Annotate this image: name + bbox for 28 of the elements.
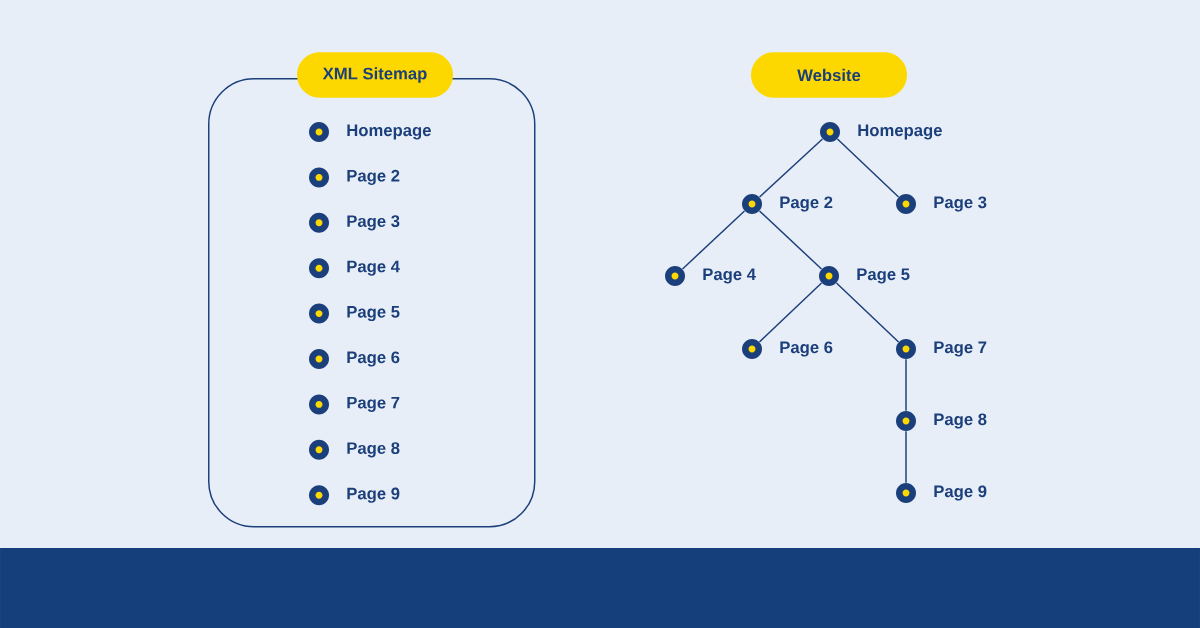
page-label: Homepage	[858, 124, 942, 140]
page-label: Page 7	[347, 396, 400, 412]
page-label: Page 2	[347, 169, 400, 185]
connector-line	[681, 210, 746, 270]
page-label: Page 5	[857, 268, 910, 284]
connector-line	[758, 282, 823, 343]
connector-line	[836, 138, 900, 198]
page-label: Page 8	[347, 442, 400, 458]
page-label: Page 6	[347, 351, 400, 367]
connector-line	[758, 138, 824, 198]
connector-line	[905, 358, 907, 412]
page-label: Page 9	[934, 485, 987, 501]
connector-line	[905, 430, 907, 484]
heading-pill: Website	[751, 52, 907, 98]
page-label: Page 3	[347, 215, 400, 231]
page-label: Page 8	[934, 413, 987, 429]
page-label: Page 6	[780, 341, 833, 357]
page-label: Page 3	[934, 196, 987, 212]
page-label: Page 9	[347, 487, 400, 503]
connector-line	[835, 282, 900, 343]
page-label: Page 7	[934, 341, 987, 357]
page-label: Homepage	[347, 124, 431, 140]
page-label: Page 5	[347, 306, 400, 322]
page-label: Page 4	[703, 268, 756, 284]
heading-pill: XML Sitemap	[297, 52, 453, 98]
connector-line	[758, 210, 823, 270]
page-label: Page 2	[780, 196, 833, 212]
page-label: Page 4	[347, 260, 400, 276]
